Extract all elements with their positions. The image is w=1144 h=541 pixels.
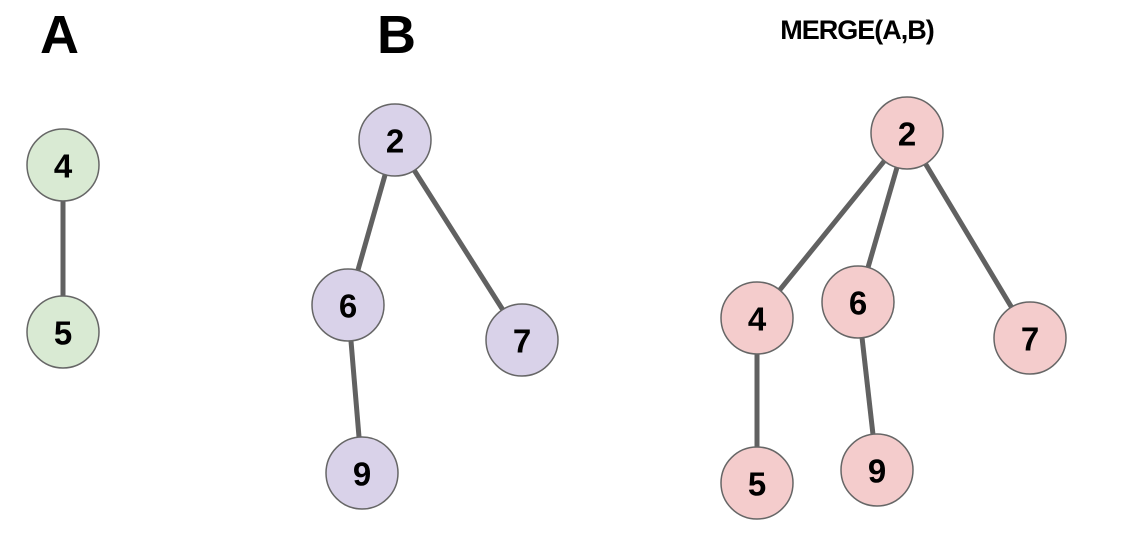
node-circle-tree-a-5	[26, 295, 100, 369]
node-label-tree-merge-9: 9	[868, 453, 886, 490]
node-tree-merge-7: 7	[993, 301, 1067, 375]
node-circle-tree-merge-7	[993, 301, 1067, 375]
node-circle-tree-merge-9	[840, 433, 914, 507]
node-circle-tree-b-2	[358, 103, 432, 177]
node-tree-a-5: 5	[26, 295, 100, 369]
node-label-tree-b-2: 2	[386, 123, 404, 160]
merge-tree-title: MERGE(A,B)	[780, 15, 934, 45]
node-circle-tree-b-9	[325, 436, 399, 510]
node-label-tree-merge-6: 6	[849, 285, 867, 322]
node-tree-b-7: 7	[485, 303, 559, 377]
node-tree-merge-4: 4	[720, 281, 794, 355]
node-tree-b-6: 6	[311, 268, 385, 342]
node-label-tree-a-5: 5	[54, 315, 72, 352]
node-label-tree-merge-7: 7	[1021, 321, 1039, 358]
edge-tree-merge-2-7	[904, 131, 1033, 340]
node-circle-tree-merge-2	[870, 96, 944, 170]
node-label-tree-b-6: 6	[339, 288, 357, 325]
node-circle-tree-a-4	[26, 128, 100, 202]
node-tree-merge-9: 9	[840, 433, 914, 507]
node-label-tree-merge-2: 2	[898, 116, 916, 153]
node-circle-tree-merge-4	[720, 281, 794, 355]
node-tree-merge-2: 2	[870, 96, 944, 170]
tree-b-title: B	[377, 5, 416, 65]
node-label-tree-merge-4: 4	[748, 301, 767, 338]
node-tree-merge-6: 6	[821, 265, 895, 339]
node-circle-tree-merge-5	[720, 446, 794, 520]
node-label-tree-merge-5: 5	[748, 466, 766, 503]
tree-a-title: A	[40, 5, 79, 65]
node-label-tree-a-4: 4	[54, 148, 73, 185]
node-tree-merge-5: 5	[720, 446, 794, 520]
node-circle-tree-merge-6	[821, 265, 895, 339]
edge-tree-b-2-7	[392, 138, 525, 342]
node-circle-tree-b-7	[485, 303, 559, 377]
node-tree-a-4: 4	[26, 128, 100, 202]
node-circle-tree-b-6	[311, 268, 385, 342]
edge-tree-merge-2-4	[755, 131, 909, 320]
node-label-tree-b-9: 9	[353, 456, 371, 493]
node-label-tree-b-7: 7	[513, 323, 531, 360]
node-tree-b-9: 9	[325, 436, 399, 510]
node-tree-b-2: 2	[358, 103, 432, 177]
